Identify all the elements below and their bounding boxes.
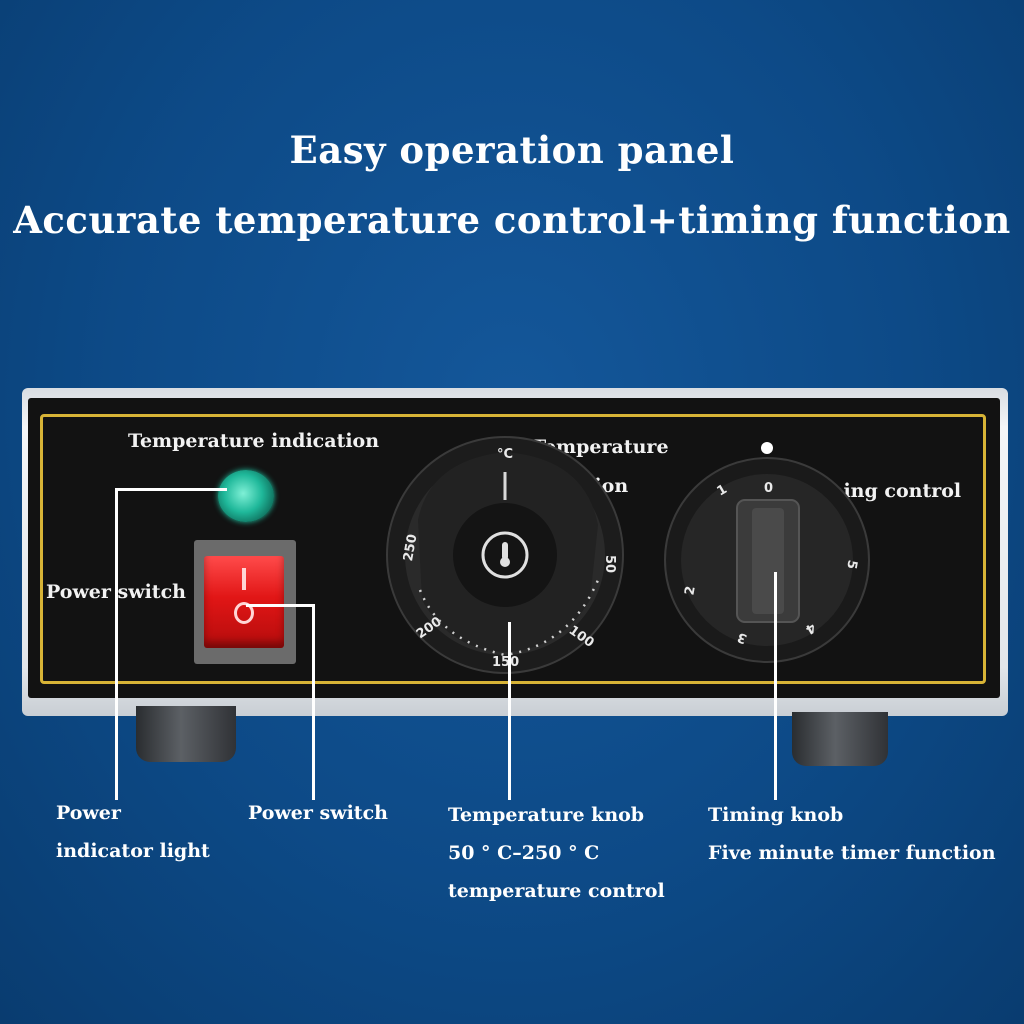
temp-dial-unit: °C: [497, 447, 513, 462]
headline-title: Easy operation panel: [289, 128, 735, 172]
label-temp-knob-line2: 50 ° C–250 ° C: [448, 842, 600, 864]
label-power-indicator-line1: Power: [56, 802, 121, 824]
label-timing-knob: Timing knob Five minute timer function: [708, 796, 996, 872]
label-power-switch-line1: Power switch: [248, 802, 388, 824]
label-temperature-knob: Temperature knob 50 ° C–250 ° C temperat…: [448, 796, 665, 910]
leader-indicator-horizontal: [115, 488, 227, 491]
temp-scale-150: 150: [492, 655, 519, 670]
power-indicator-light: [218, 470, 274, 522]
timer-reference-dot: [761, 442, 773, 454]
label-temperature-selection-line1: Temperature: [532, 436, 669, 458]
temp-scale-250: 250: [401, 533, 420, 562]
leader-switch-horizontal: [246, 604, 314, 607]
device-foot-right: [792, 712, 888, 766]
temp-scale-50: 50: [602, 555, 617, 573]
label-power-indicator: Power indicator light: [56, 794, 210, 870]
panel-border: [40, 414, 986, 684]
label-temperature-indication: Temperature indication: [128, 430, 380, 452]
switch-off-mark: [234, 602, 254, 624]
label-temp-knob-line3: temperature control: [448, 880, 665, 902]
device-foot-left: [136, 706, 236, 762]
timer-scale-2: 2: [682, 585, 698, 597]
timer-scale-0: 0: [764, 481, 773, 496]
label-timing-knob-line2: Five minute timer function: [708, 842, 996, 864]
switch-on-mark: [242, 568, 246, 590]
thermometer-icon: [481, 531, 529, 579]
leader-indicator-vertical: [115, 488, 118, 800]
leader-switch-vertical: [312, 604, 315, 800]
label-power-indicator-line2: indicator light: [56, 840, 210, 862]
label-power-switch: Power switch: [248, 794, 388, 832]
timer-dial[interactable]: 0 1 2 3 4 5: [664, 442, 870, 663]
label-temp-knob-line1: Temperature knob: [448, 804, 645, 826]
headline-subtitle: Accurate temperature control+timing func…: [13, 198, 1011, 242]
label-timing-knob-line1: Timing knob: [708, 804, 844, 826]
timer-scale-5: 5: [843, 559, 859, 571]
leader-timing-knob: [774, 572, 777, 800]
temperature-dial[interactable]: °C 50 100 150 200 250: [386, 436, 624, 674]
leader-temp-knob: [508, 622, 511, 800]
